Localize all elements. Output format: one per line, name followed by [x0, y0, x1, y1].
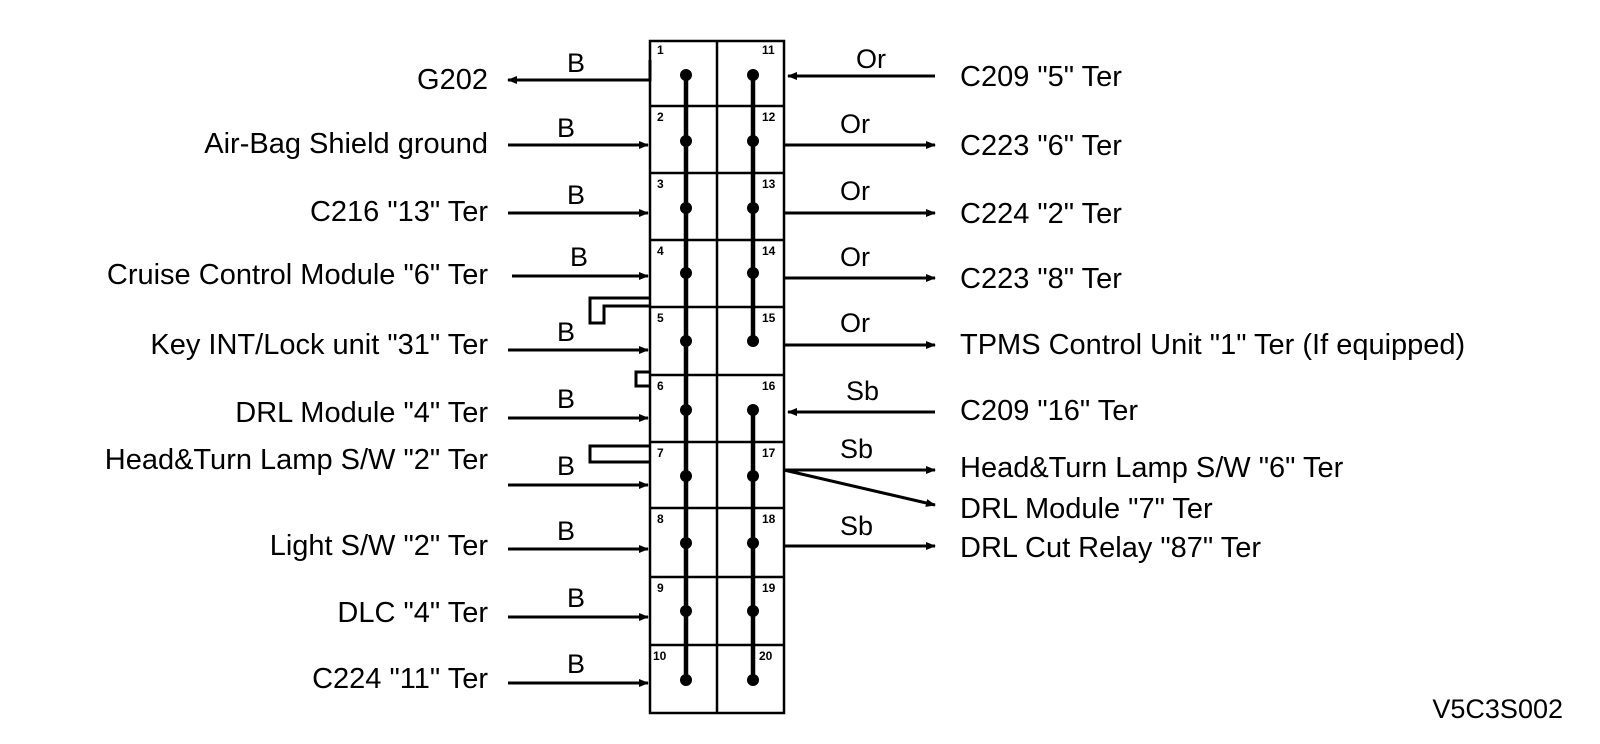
junction-dot	[747, 335, 759, 347]
pin-number: 6	[657, 379, 664, 393]
destination-label: Light S/W "2" Ter	[270, 530, 489, 562]
pin-number: 19	[762, 581, 776, 595]
pin-number: 7	[657, 446, 664, 460]
jumper-5-6	[634, 370, 650, 388]
wire-color-code: B	[557, 451, 575, 481]
wire-color-code: B	[570, 242, 588, 272]
wire-pin-17b	[783, 468, 936, 507]
pin-row-dividers	[650, 104, 784, 647]
destination-label: DRL Module "4" Ter	[235, 397, 488, 429]
wire-color-code: Sb	[846, 376, 879, 406]
destination-label: Air-Bag Shield ground	[204, 128, 488, 160]
junction-dot	[747, 605, 759, 617]
destination-label: Cruise Control Module "6" Ter	[107, 259, 488, 291]
wire-color-code: B	[557, 516, 575, 546]
destination-label: Head&Turn Lamp S/W "6" Ter	[960, 452, 1344, 484]
junction-dots	[680, 69, 759, 686]
pin-number: 18	[762, 512, 776, 526]
pin-number: 3	[657, 177, 664, 191]
pin-numbers: 1 2 3 4 5 6 7 8 9 10 11 12 13 14 15 16 1…	[653, 43, 776, 663]
junction-dot	[747, 202, 759, 214]
wire-color-codes: B B B B B B B B B B Or Or Or Or Or Sb Sb…	[557, 44, 886, 679]
junction-dot	[747, 537, 759, 549]
destination-label: G202	[417, 64, 488, 96]
junction-dot	[747, 404, 759, 416]
pin-number: 2	[657, 110, 664, 124]
destination-label: C223 "8" Ter	[960, 263, 1122, 295]
destination-label: C216 "13" Ter	[310, 196, 488, 228]
junction-dot	[680, 335, 692, 347]
wire-color-code: B	[567, 649, 585, 679]
destination-label: C223 "6" Ter	[960, 130, 1122, 162]
wire-color-code: Sb	[840, 511, 873, 541]
destination-label: DRL Cut Relay "87" Ter	[960, 532, 1261, 564]
junction-dot	[680, 674, 692, 686]
jumper-4-5	[588, 296, 650, 325]
pin-number: 1	[657, 43, 664, 57]
right-wires	[783, 72, 936, 550]
junction-dot	[680, 537, 692, 549]
junction-dot	[747, 69, 759, 81]
junction-dot	[747, 135, 759, 147]
junction-dot	[680, 135, 692, 147]
pin-number: 14	[762, 244, 776, 258]
junction-dot	[680, 404, 692, 416]
jumper-6-7	[588, 444, 650, 464]
wire-color-code: B	[567, 180, 585, 210]
junction-dot	[680, 69, 692, 81]
wire-color-code: B	[567, 48, 585, 78]
wire-color-code: B	[557, 384, 575, 414]
destination-label: C224 "2" Ter	[960, 198, 1122, 230]
wire-color-code: B	[557, 113, 575, 143]
splice-connector-block	[648, 39, 786, 715]
right-labels: C209 "5" Ter C223 "6" Ter C224 "2" Ter C…	[960, 61, 1465, 564]
left-wires	[507, 60, 652, 687]
wire-color-code: Sb	[840, 434, 873, 464]
destination-label: Key INT/Lock unit "31" Ter	[150, 329, 488, 361]
destination-label: Head&Turn Lamp S/W "2" Ter	[105, 444, 489, 476]
pin-number: 5	[657, 311, 664, 325]
pin-number: 17	[762, 446, 776, 460]
figure-code: V5C3S002	[1432, 694, 1563, 724]
pin-number: 12	[762, 110, 776, 124]
destination-label: DRL Module "7" Ter	[960, 493, 1213, 525]
wire-pin-1	[507, 60, 652, 84]
destination-label: C224 "11" Ter	[312, 663, 488, 695]
wire-color-code: Or	[856, 44, 886, 74]
pin-number: 13	[762, 177, 776, 191]
wire-color-code: Or	[840, 109, 870, 139]
pin-number: 15	[762, 311, 776, 325]
destination-label: C209 "5" Ter	[960, 61, 1122, 93]
wire-color-code: B	[557, 317, 575, 347]
destination-label: C209 "16" Ter	[960, 395, 1138, 427]
destination-label: TPMS Control Unit "1" Ter (If equipped)	[960, 329, 1465, 361]
junction-dot	[747, 674, 759, 686]
left-labels: G202 Air-Bag Shield ground C216 "13" Ter…	[105, 64, 489, 695]
wire-color-code: Or	[840, 308, 870, 338]
junction-dot	[747, 267, 759, 279]
pin-number: 10	[653, 649, 667, 663]
wire-color-code: Or	[840, 176, 870, 206]
wire-color-code: Or	[840, 242, 870, 272]
pin-number: 4	[657, 244, 664, 258]
wire-color-code: B	[567, 583, 585, 613]
pin-number: 16	[762, 379, 776, 393]
pin-number: 20	[759, 649, 773, 663]
junction-dot	[747, 470, 759, 482]
junction-dot	[680, 470, 692, 482]
junction-dot	[680, 267, 692, 279]
junction-dot	[680, 605, 692, 617]
pin-number: 9	[657, 581, 664, 595]
pin-number: 11	[762, 43, 775, 57]
junction-dot	[680, 202, 692, 214]
destination-label: DLC "4" Ter	[337, 597, 488, 629]
pin-number: 8	[657, 512, 664, 526]
